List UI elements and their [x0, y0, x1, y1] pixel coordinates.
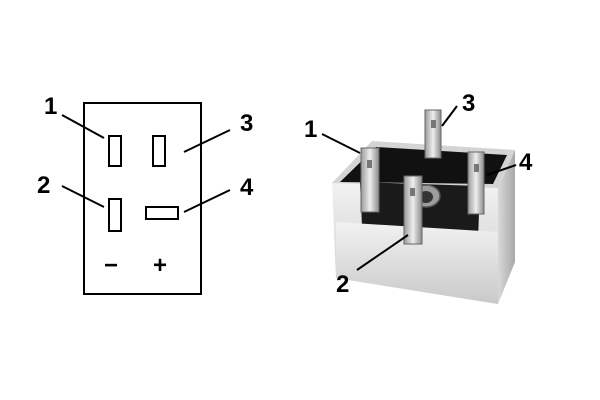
component-photo: 1 2 3 4	[304, 90, 533, 304]
package-outline	[83, 102, 202, 295]
photo-pin-4-leader	[486, 164, 517, 176]
pin-4-slot	[145, 206, 179, 220]
terminal-4	[467, 151, 485, 215]
front-face-lower	[336, 222, 498, 304]
pin-2-leader	[61, 185, 105, 208]
photo-pin-2-label: 2	[336, 271, 349, 298]
pin-3-slot	[152, 135, 166, 167]
photo-pin-1-label: 1	[304, 116, 317, 143]
pin-1-leader	[61, 114, 105, 139]
terminal-3	[424, 109, 442, 159]
pin-2-slot	[108, 198, 122, 232]
body-side	[498, 150, 515, 304]
pin-1-slot	[108, 135, 122, 167]
terminal-2	[403, 175, 423, 245]
pin-4-leader	[183, 189, 231, 213]
photo-pin-4-label: 4	[519, 149, 533, 176]
pin-4-label: 4	[240, 174, 254, 201]
pinout-schematic: 1 2 3 4 − +	[37, 93, 254, 295]
photo-pin-3-label: 3	[462, 90, 475, 117]
plus-sign: +	[153, 252, 167, 279]
photo-pin-2-leader	[356, 234, 409, 271]
minus-sign: −	[104, 252, 118, 279]
pin-1-label: 1	[44, 93, 57, 120]
terminal-1	[360, 147, 380, 213]
photo-pin-3-leader	[441, 105, 458, 127]
epoxy-potting	[340, 147, 507, 184]
pin-2-label: 2	[37, 172, 50, 199]
pin-3-label: 3	[240, 110, 253, 137]
pin-3-leader	[183, 129, 231, 153]
photo-pin-1-leader	[321, 133, 361, 154]
